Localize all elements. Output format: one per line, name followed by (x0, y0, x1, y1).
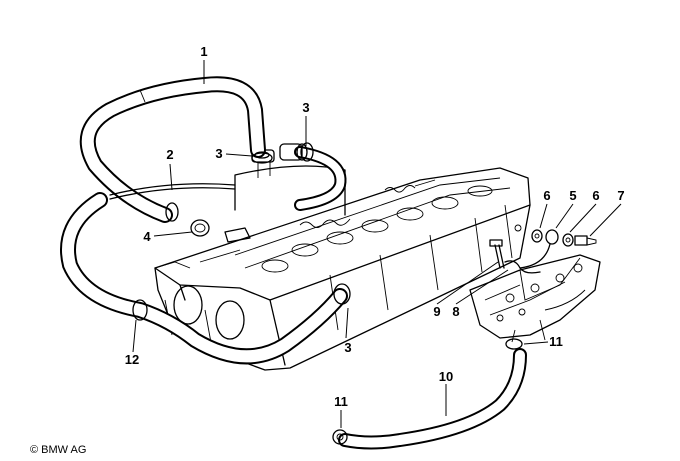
label-part-11-bottom: 11 (334, 394, 348, 409)
valve-cover (154, 167, 531, 371)
label-part-10: 10 (439, 369, 453, 384)
label-part-2: 2 (166, 147, 173, 162)
label-part-9: 9 (433, 304, 440, 319)
pump-assembly (469, 254, 601, 350)
label-part-5: 5 (569, 188, 576, 203)
clamp-3-right (300, 142, 314, 162)
part-labels: 1 2 3 3 3 4 5 6 6 7 8 9 10 11 11 12 (125, 44, 625, 409)
label-part-7: 7 (617, 188, 624, 203)
hose-small-right (279, 143, 347, 211)
label-part-1: 1 (200, 44, 207, 59)
label-part-3-top: 3 (302, 100, 309, 115)
clamp-3-upper (251, 151, 273, 164)
hose-1 (79, 76, 266, 223)
label-part-3-bottom: 3 (344, 340, 351, 355)
label-part-3-left: 3 (215, 146, 222, 161)
clamp-4 (190, 219, 251, 243)
label-part-4: 4 (143, 229, 151, 244)
copyright-notice: © BMW AG (30, 444, 87, 456)
hose-10 (332, 348, 527, 450)
label-part-12: 12 (125, 352, 139, 367)
label-part-11-right: 11 (549, 334, 563, 349)
leader-lines (132, 60, 622, 428)
label-part-6-left: 6 (543, 188, 550, 203)
label-part-8: 8 (452, 304, 459, 319)
fittings-right (489, 229, 597, 274)
hose-12 (60, 192, 351, 365)
label-part-6-right: 6 (592, 188, 599, 203)
